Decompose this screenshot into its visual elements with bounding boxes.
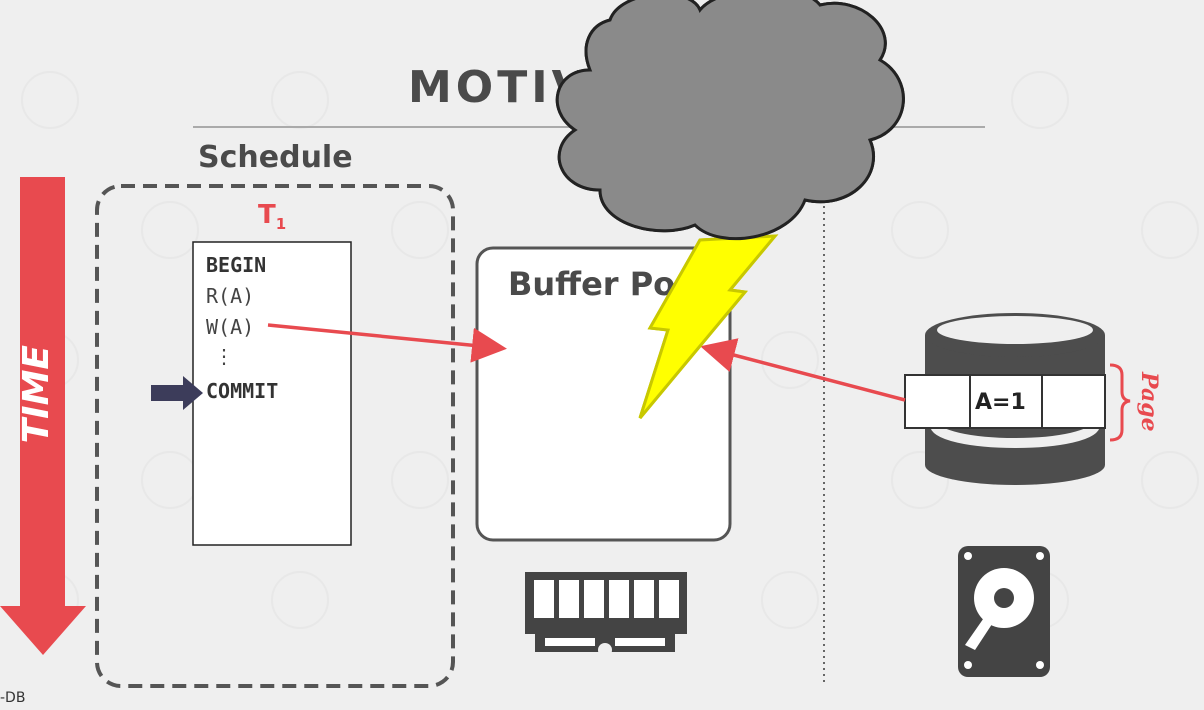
footer-text: -DB	[0, 690, 26, 706]
page-value: A=1	[975, 390, 1026, 415]
cloud-icon	[555, 0, 905, 241]
hard-drive-icon	[958, 546, 1050, 677]
pointer-arrow-icon	[151, 376, 203, 410]
transaction-name: T	[258, 200, 276, 230]
transaction-label: T1	[258, 200, 286, 233]
page-load-arrow	[700, 338, 906, 402]
transaction-subscript: 1	[275, 215, 287, 234]
buffer-pool-label: Buffer Pool	[508, 265, 709, 303]
op-write: W(A)	[206, 315, 255, 339]
op-read: R(A)	[206, 284, 255, 308]
op-commit: COMMIT	[206, 379, 279, 403]
schedule-box	[95, 184, 455, 688]
page-label: Page	[1136, 372, 1162, 432]
transaction-box	[192, 241, 352, 546]
write-arrow	[267, 323, 507, 363]
page-brace	[1109, 363, 1131, 442]
time-label: TIME	[16, 345, 57, 444]
op-begin: BEGIN	[206, 253, 267, 277]
op-ellipsis: ⋮	[214, 344, 234, 368]
time-arrow-icon	[0, 177, 86, 655]
page-strip	[904, 374, 1106, 429]
memory-chip-icon	[525, 572, 687, 657]
schedule-label: Schedule	[198, 140, 353, 175]
slide-title: MOTIV	[408, 62, 590, 113]
